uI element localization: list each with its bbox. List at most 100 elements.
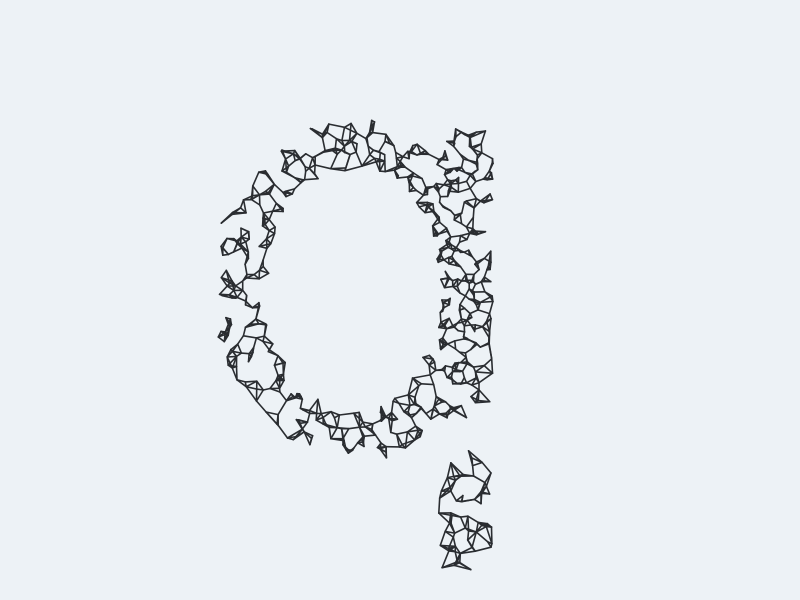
mesh-edge xyxy=(465,197,478,202)
mesh-edge xyxy=(431,216,440,227)
mesh-edge xyxy=(467,515,470,532)
mesh-edge xyxy=(407,411,413,419)
mesh-edge xyxy=(249,318,257,326)
mesh-edge xyxy=(467,131,478,136)
mesh-edge xyxy=(473,197,478,209)
mesh-edge xyxy=(315,416,324,421)
mesh-edge xyxy=(425,412,432,421)
mesh-edge xyxy=(372,149,380,153)
mesh-edge xyxy=(469,174,477,183)
mesh-edge xyxy=(438,184,445,190)
mesh-edge xyxy=(421,177,427,189)
mesh-edge xyxy=(475,525,488,533)
mesh-edge xyxy=(281,158,287,172)
mesh-edge xyxy=(479,342,490,348)
mesh-edge xyxy=(271,202,278,212)
mesh-edge xyxy=(437,191,442,198)
mesh-edge xyxy=(452,409,468,419)
mesh-edge xyxy=(472,364,486,368)
mesh-edge xyxy=(471,464,475,477)
mesh-edge xyxy=(284,153,295,160)
mesh-edge xyxy=(465,174,472,183)
mesh-edge xyxy=(273,226,276,235)
mesh-edge xyxy=(362,421,374,425)
mesh-edge xyxy=(217,336,226,343)
mesh-edge xyxy=(358,426,364,438)
mesh-edge xyxy=(470,395,480,402)
mesh-edge xyxy=(448,522,456,534)
mesh-edge xyxy=(299,157,306,168)
mesh-edge xyxy=(262,335,266,343)
mesh-edge xyxy=(437,512,451,524)
mesh-edge xyxy=(462,330,466,338)
mesh-edge xyxy=(263,323,267,337)
mesh-edge xyxy=(247,352,250,363)
mesh-edge xyxy=(442,301,445,309)
mesh-edge xyxy=(460,131,470,136)
mesh-edge xyxy=(470,381,480,386)
mesh-edge xyxy=(490,357,494,375)
mesh-edge xyxy=(459,356,467,364)
mesh-edge xyxy=(218,293,230,296)
mesh-edge xyxy=(299,407,311,412)
mesh-edge xyxy=(450,461,455,478)
mesh-edge xyxy=(455,241,461,249)
mesh-edge xyxy=(277,354,287,364)
mesh-edge xyxy=(454,362,457,371)
mesh-edge xyxy=(437,254,442,264)
mesh-edge xyxy=(437,188,440,193)
mesh-edge xyxy=(439,311,442,324)
mesh-edge xyxy=(488,317,492,333)
mesh-edge xyxy=(466,319,472,326)
mesh-edge xyxy=(244,294,248,302)
mesh-edge xyxy=(464,288,471,297)
mesh-edge xyxy=(239,241,247,245)
mesh-edge xyxy=(446,476,457,482)
mesh-edge xyxy=(407,384,420,396)
mesh-edge xyxy=(454,550,459,563)
mesh-edge xyxy=(463,324,472,327)
mesh-edge xyxy=(476,154,479,164)
mesh-edge xyxy=(338,412,355,416)
mesh-edge xyxy=(231,212,247,216)
mesh-edge xyxy=(226,355,238,358)
mesh-edge xyxy=(437,512,453,517)
mesh-edge xyxy=(410,143,418,153)
mesh-edge xyxy=(241,289,248,297)
mesh-edge xyxy=(258,269,270,275)
mesh-edge xyxy=(244,251,250,266)
mesh-edge xyxy=(458,309,463,320)
mesh-edge xyxy=(348,132,358,142)
mesh-edge xyxy=(483,364,494,375)
mesh-edge xyxy=(438,243,448,251)
mesh-edge xyxy=(479,300,494,304)
mesh-edge xyxy=(460,158,465,169)
mesh-edge xyxy=(341,126,346,142)
mesh-edge xyxy=(422,356,430,366)
mesh-edge xyxy=(424,185,435,189)
mesh-edge xyxy=(395,431,409,436)
mesh-edge xyxy=(407,177,415,189)
mesh-edge xyxy=(428,364,432,376)
mesh-edge xyxy=(453,322,459,328)
mesh-edge xyxy=(298,419,304,431)
mesh-edge xyxy=(226,285,235,292)
mesh-edge xyxy=(485,525,493,545)
mesh-edge xyxy=(303,430,313,440)
mesh-edge xyxy=(450,243,458,249)
mesh-edge xyxy=(313,164,316,175)
mesh-edge xyxy=(485,472,492,488)
mesh-edge xyxy=(440,343,449,351)
mesh-edge xyxy=(449,512,462,518)
mesh-edge xyxy=(435,395,447,403)
mesh-edge xyxy=(467,159,478,165)
mesh-edge xyxy=(451,278,459,282)
mesh-edge xyxy=(415,189,425,196)
mesh-edge xyxy=(234,280,244,287)
mesh-edge xyxy=(322,149,334,153)
mesh-edge xyxy=(441,317,451,327)
mesh-edge xyxy=(436,163,447,171)
mesh-edge xyxy=(472,475,486,484)
mesh-edge xyxy=(429,413,441,421)
